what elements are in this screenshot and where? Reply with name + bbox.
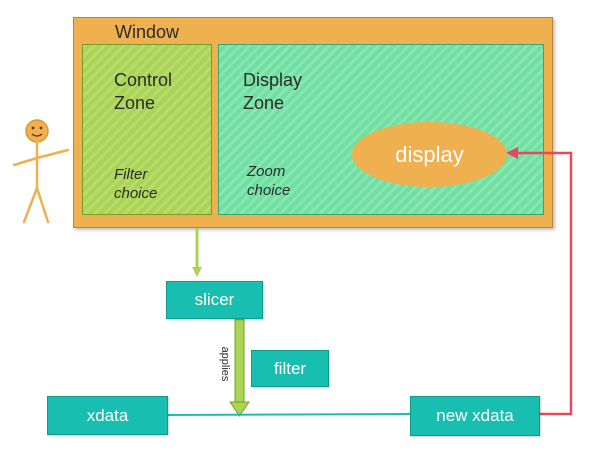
applies-arrow-shaft [234, 318, 245, 404]
applies-arrow-head [229, 401, 250, 417]
applies-label: applies [219, 346, 231, 382]
display-zone-sub-line2: choice [247, 182, 291, 199]
xdata-node: xdata [47, 396, 168, 435]
filter-node: filter [251, 350, 329, 387]
display-zone-title: Display Zone [243, 69, 302, 115]
user-figure-icon [12, 119, 70, 224]
new-xdata-node: new xdata [410, 396, 540, 436]
slicer-node: slicer [166, 281, 263, 319]
display-zone-sub-line1: Zoom [247, 163, 286, 180]
display-zone-title-line1: Display [243, 70, 303, 90]
display-zone-title-line2: Zone [243, 93, 285, 113]
control-zone-title-line1: Control [114, 70, 173, 90]
control-zone-title: Control Zone [114, 69, 172, 115]
user-face [31, 126, 43, 130]
user-smile [31, 133, 43, 137]
control-zone-title-line2: Zone [114, 93, 156, 113]
control-zone-sub-line1: Filter [114, 166, 148, 183]
display-node: display [352, 122, 507, 187]
control-zone-sub-line2: choice [114, 185, 158, 202]
control-zone [82, 44, 212, 215]
newxdata-to-display-arrow [506, 147, 573, 416]
control-zone-subtitle: Filter choice [114, 165, 157, 203]
display-zone-subtitle: Zoom choice [247, 162, 290, 200]
window-title: Window [115, 22, 180, 42]
xdata-to-newxdata-line [167, 413, 411, 416]
